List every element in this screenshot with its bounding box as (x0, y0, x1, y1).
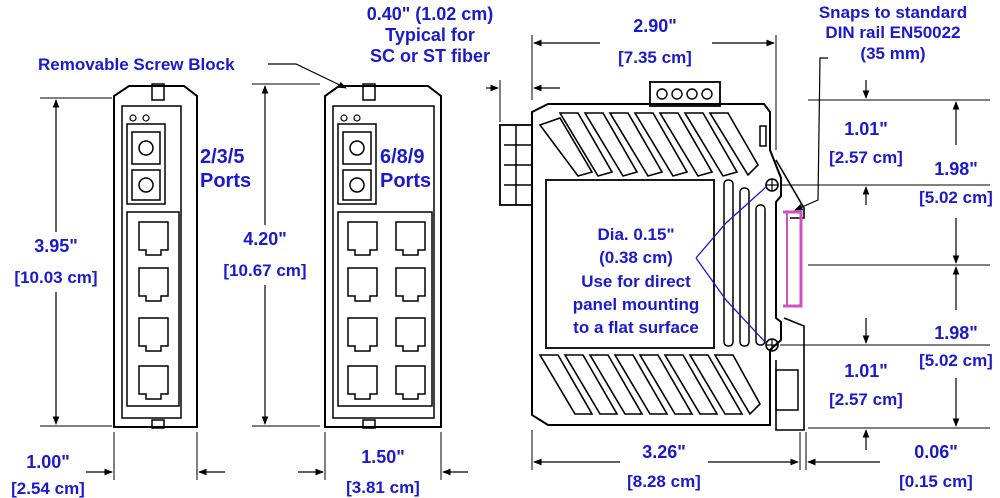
depth-inch-label: 2.90" (633, 16, 677, 36)
top-offset-cm: [2.57 cm] (829, 148, 903, 167)
mount-hole-leaders (695, 186, 767, 344)
ports-large-count: 6/8/9 (380, 146, 424, 168)
fiber-typical-label: Typical for (385, 25, 475, 45)
front-view-large (324, 83, 442, 429)
din-rail (783, 210, 803, 308)
upper-span-inch: 1.98" (934, 159, 978, 179)
large-fiber-ferrule (349, 177, 365, 193)
large-fiber-port (342, 131, 372, 165)
small-led (129, 114, 137, 122)
height-large-inch: 4.20" (243, 229, 287, 249)
rail-offset-inch: 0.06" (914, 442, 958, 462)
width-small-cm: [2.54 cm] (11, 479, 85, 498)
fiber-dim-label: 0.40" (1.02 cm) (367, 4, 494, 24)
lower-span-cm: [5.02 cm] (919, 351, 993, 370)
height-small-inch: 3.95" (34, 236, 78, 256)
hole-note-1: Use for direct (581, 272, 691, 291)
overall-depth-inch: 3.26" (642, 442, 686, 462)
side-housing (531, 103, 782, 426)
overall-depth-cm: [8.28 cm] (627, 472, 701, 491)
ports-large-label: Ports (380, 170, 431, 192)
top-offset-inch: 1.01" (844, 119, 888, 139)
height-small-cm: [10.03 cm] (14, 268, 97, 287)
large-housing (324, 85, 442, 428)
width-small-inch: 1.00" (26, 452, 70, 472)
small-rj45-block (126, 211, 180, 407)
small-fiber-block (126, 123, 166, 205)
small-led (142, 114, 150, 122)
bottom-offset-cm: [2.57 cm] (829, 390, 903, 409)
front-view-small (113, 83, 198, 429)
small-fiber-ferrule (138, 140, 154, 156)
bottom-offset-inch: 1.01" (844, 361, 888, 381)
large-led (353, 114, 361, 122)
large-fiber-port (342, 169, 372, 201)
screw-terminal-block (649, 81, 721, 107)
large-led (340, 114, 348, 122)
din-clip-top (775, 159, 805, 219)
small-housing (113, 85, 198, 428)
small-front-panel (121, 105, 182, 419)
large-fiber-ferrule (349, 140, 365, 156)
label-window (545, 179, 715, 349)
depth-cm-label: [7.35 cm] (618, 48, 692, 67)
hole-note-3: to a flat surface (573, 318, 699, 337)
din-label-line1: Snaps to standard (819, 3, 967, 22)
height-large-cm: [10.67 cm] (223, 261, 306, 280)
large-front-panel (332, 105, 435, 419)
lower-span-inch: 1.98" (934, 323, 978, 343)
dimension-lines (40, 35, 990, 480)
screw-block-label: Removable Screw Block (38, 55, 235, 74)
small-fiber-port (131, 131, 161, 165)
small-bottom-latch (151, 419, 165, 429)
ports-small-count: 2/3/5 (200, 146, 244, 168)
rail-offset-cm: [0.15 cm] (899, 472, 973, 491)
large-fiber-block (337, 123, 377, 205)
hole-dia-inch: Dia. 0.15" (597, 225, 674, 244)
width-large-cm: [3.81 cm] (346, 478, 420, 497)
large-rj45-block (337, 211, 433, 407)
large-top-latch (362, 83, 376, 101)
width-large-inch: 1.50" (361, 447, 405, 467)
rj45-port (138, 221, 169, 256)
small-fiber-port (131, 169, 161, 201)
din-label-line2: DIN rail EN50022 (825, 23, 960, 42)
small-top-latch (151, 83, 165, 101)
upper-span-cm: [5.02 cm] (919, 188, 993, 207)
small-fiber-ferrule (138, 177, 154, 193)
rj45-port (347, 221, 378, 256)
din-label-line3: (35 mm) (860, 44, 925, 63)
large-bottom-latch (362, 419, 376, 429)
annotations: Removable Screw Block 0.40" (1.02 cm) Ty… (11, 3, 993, 498)
hole-note-2: panel mounting (573, 295, 700, 314)
ports-small-label: Ports (200, 170, 251, 192)
hole-dia-cm: (0.38 cm) (599, 248, 673, 267)
fiber-type-label: SC or ST fiber (370, 46, 490, 66)
side-view (499, 81, 805, 431)
